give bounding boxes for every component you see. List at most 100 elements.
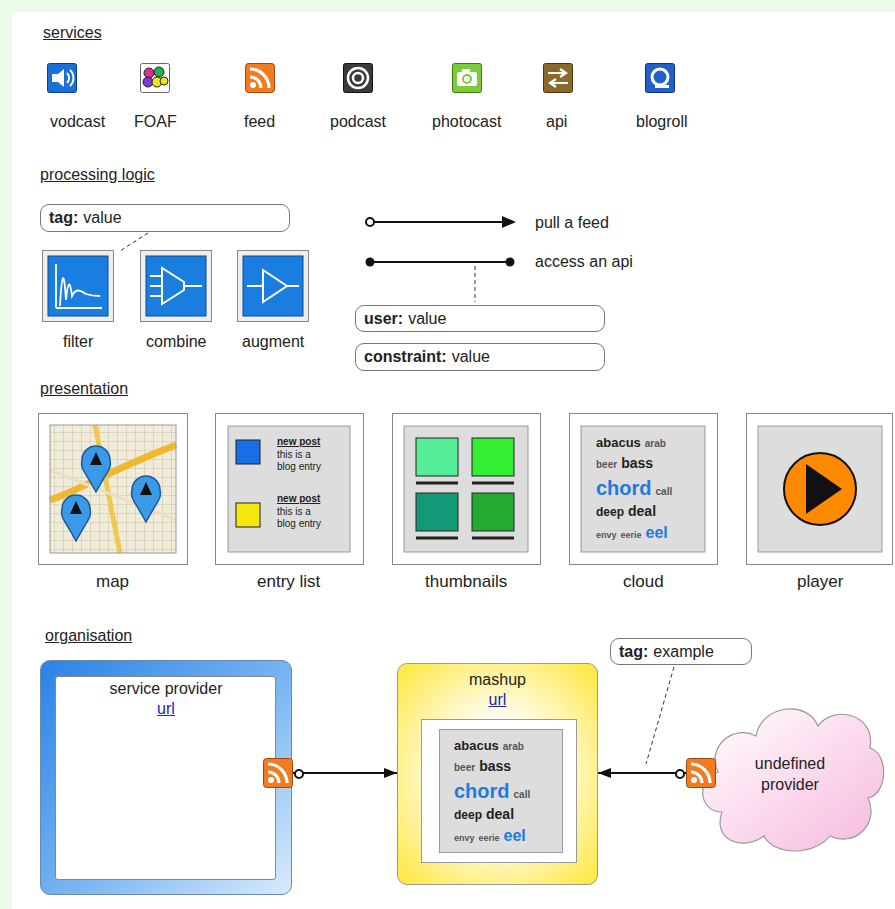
callout-box: tag: example [610, 638, 752, 665]
legend-text: access an api [535, 253, 633, 271]
tag-cloud-row: abacusarab [596, 436, 670, 449]
feed-icon [246, 64, 275, 93]
cloud-panel [581, 426, 705, 552]
icon-label: entry list [257, 572, 320, 592]
url-link: url [41, 699, 291, 719]
field-key: user: [364, 310, 403, 328]
node-title: mashup [398, 670, 597, 690]
icon-label: podcast [330, 113, 386, 131]
player-picture [758, 426, 882, 552]
photocast-icon [453, 64, 482, 93]
node-title: undefined provider [735, 754, 845, 796]
icon-label: FOAF [134, 113, 177, 131]
entry-text: this is a blog entry [277, 449, 331, 472]
cloud-word: deep [596, 506, 624, 518]
section-heading: processing logic [40, 166, 155, 184]
cloud-word: abacus [454, 739, 499, 752]
icon-label: augment [242, 333, 304, 351]
field-value: value [83, 209, 121, 227]
thumbnails-picture [404, 426, 528, 552]
cloud-word: bass [479, 759, 511, 773]
legend-text: pull a feed [535, 214, 609, 232]
url-link: url [398, 690, 597, 710]
leader-line [120, 233, 148, 251]
field-key: constraint: [364, 348, 447, 366]
icon-label: feed [244, 113, 275, 131]
tag-cloud-row: beer bass [596, 456, 657, 470]
podcast-icon [344, 64, 373, 93]
cloud-word: call [656, 487, 673, 497]
cloud-word: envy [454, 834, 475, 843]
presentation-frames [39, 414, 893, 565]
cloud-word: eerie [621, 531, 642, 540]
cloud-word: deep [454, 809, 482, 821]
tag-cloud-row: chord call [596, 478, 676, 498]
feed-icon [263, 758, 303, 790]
cloud-word: abacus [596, 436, 641, 449]
cloud-shape [690, 690, 890, 858]
field-value: value [452, 348, 490, 366]
cloud-word: deal [486, 807, 514, 821]
icon-label: vodcast [50, 113, 105, 131]
feed-connector [292, 772, 397, 774]
leader-line [646, 667, 674, 764]
callout-box: constraint: value [355, 343, 605, 371]
tag-cloud-row: envy eerie eel [596, 525, 672, 541]
cloud-word: chord [454, 781, 510, 801]
cloud-word: beer [454, 763, 475, 773]
cloud-word: eel [504, 828, 526, 844]
entry-text: this is a blog entry [277, 506, 331, 529]
combine-icon [141, 251, 212, 322]
field-key: tag: [619, 643, 648, 661]
cloud-word: arab [503, 742, 524, 752]
field-value: value [408, 310, 446, 328]
entry-text: new post [277, 436, 320, 448]
provider-box: service providerurl [40, 660, 292, 895]
icon-label: filter [63, 333, 93, 351]
field-value: example [653, 643, 713, 661]
cloud-word: beer [596, 460, 617, 470]
api-icon [544, 64, 573, 93]
augment-icon [238, 251, 309, 322]
cloud-word: call [514, 790, 531, 800]
tag-cloud-row: deep deal [596, 504, 660, 518]
pull-feed-sample [366, 216, 516, 228]
tag-cloud-row: abacus arab [454, 739, 528, 752]
section-heading: presentation [40, 380, 128, 398]
tag-cloud-row: beer bass [454, 759, 515, 773]
blogroll-icon [646, 64, 675, 93]
foaf-icon [141, 64, 170, 93]
api-access-sample [366, 258, 515, 267]
section-heading: services [43, 24, 102, 42]
mashup-box: mashupurl [397, 663, 598, 885]
cloud-word: bass [621, 456, 653, 470]
icon-label: cloud [623, 572, 664, 592]
cloud-word: envy [596, 531, 617, 540]
tag-cloud-row: chord call [454, 781, 534, 801]
vodcast-icon [48, 64, 77, 93]
node-text: undefined provider [735, 754, 845, 796]
entry-list-picture [228, 426, 350, 552]
node-title: service provider [41, 679, 291, 699]
icon-label: map [96, 572, 129, 592]
cloud-word: chord [596, 478, 652, 498]
node-text: mashupurl [398, 670, 597, 710]
tag-cloud-row: deep deal [454, 807, 518, 821]
icon-label: player [797, 572, 843, 592]
cloud-word: eerie [479, 834, 500, 843]
feed-icon [675, 758, 715, 790]
icon-label: photocast [432, 113, 501, 131]
filter-icon [43, 251, 114, 322]
icon-label: api [546, 113, 567, 131]
cloud-word: eel [646, 525, 668, 541]
cloud-word: deal [628, 504, 656, 518]
callout-box: user: value [355, 305, 605, 332]
section-heading: organisation [45, 627, 132, 645]
map-picture [50, 425, 176, 553]
field-key: tag: [49, 209, 78, 227]
icon-label: thumbnails [425, 572, 507, 592]
callout-box: tag: value [40, 204, 290, 232]
icon-label: blogroll [636, 113, 688, 131]
node-text: service providerurl [41, 679, 291, 719]
